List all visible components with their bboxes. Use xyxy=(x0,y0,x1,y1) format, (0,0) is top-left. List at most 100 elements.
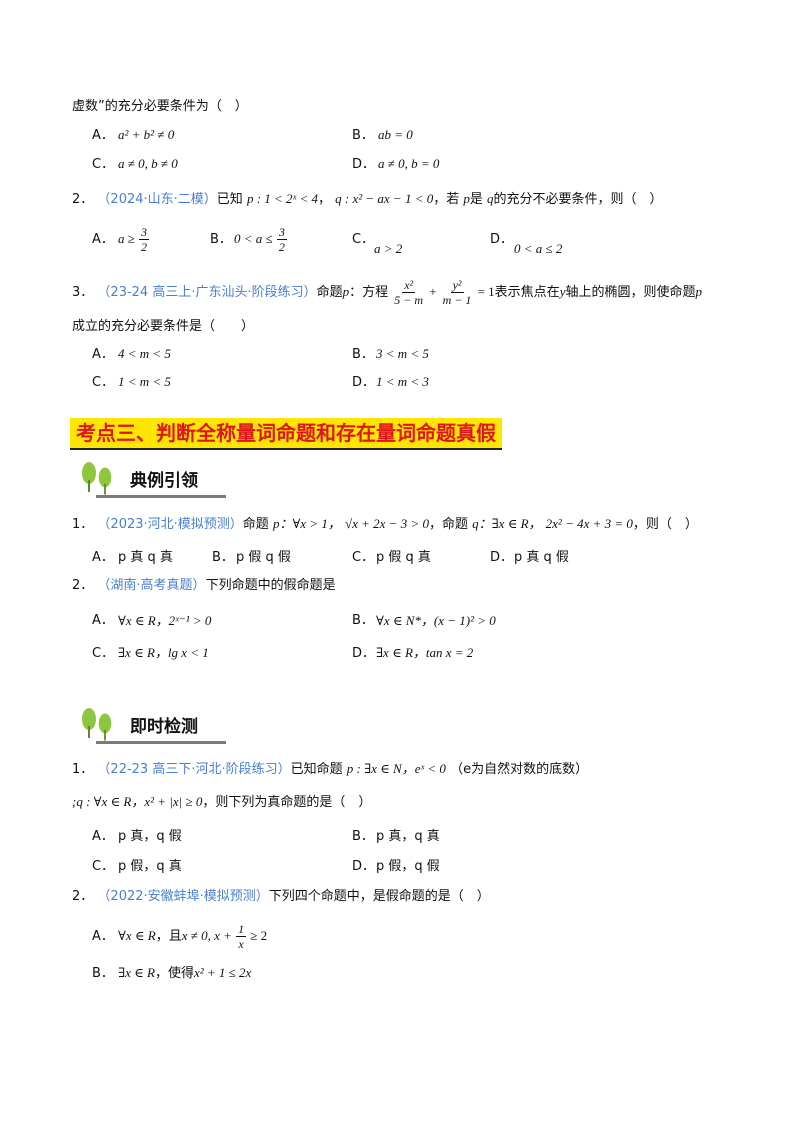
option-label: C． xyxy=(92,646,115,661)
option-label: B． xyxy=(210,232,232,247)
fraction-num: x² xyxy=(402,278,416,293)
question-number: 1． xyxy=(72,517,94,532)
tag-examples: 典例引领 xyxy=(76,460,226,500)
option-label: B． xyxy=(212,550,234,565)
question-2: 2． （2024·山东·二模）已知 p : 1 < 2ˣ < 4， q : x²… xyxy=(72,190,663,209)
option-label: C． xyxy=(352,550,375,565)
option-label: C． xyxy=(92,859,115,874)
fraction-num: y² xyxy=(450,278,464,293)
option-label: B． xyxy=(352,128,374,143)
option-label: D． xyxy=(352,859,376,874)
question-number: 3． xyxy=(72,285,94,300)
fraction-num: 3 xyxy=(139,225,150,240)
fraction-num: 3 xyxy=(276,225,287,240)
math-expr: ∀x ∈ R xyxy=(118,928,156,943)
question-source: （22-23 高三下·河北·阶段练习） xyxy=(97,762,291,777)
question-text: 的充分不必要条件，则（ ） xyxy=(493,192,663,207)
example-2: 2． （湖南·高考真题）下列命题中的假命题是 xyxy=(72,577,336,595)
practice-2-option-b: B． ∃x ∈ R，使得x² + 1 ≤ 2x xyxy=(92,964,251,983)
option-text: p 真 q 真 xyxy=(118,550,173,565)
tag-label: 典例引领 xyxy=(130,471,198,491)
option-label: A． xyxy=(92,550,114,565)
question-number: 2． xyxy=(72,192,94,207)
math-expr: p：∀x > 1， xyxy=(272,516,341,531)
option-math: ∀x ∈ N*，(x − 1)² > 0 xyxy=(376,613,496,628)
math-expr: ∃x ∈ R xyxy=(118,965,155,980)
option-label: A． xyxy=(92,128,114,143)
math-expr: p : 1 < 2ˣ < 4 xyxy=(246,191,318,206)
question-number: 1． xyxy=(72,762,94,777)
option-text: p 假 q 真 xyxy=(376,550,431,565)
question-text: 命题 xyxy=(242,517,269,532)
option-label: A． xyxy=(92,929,114,944)
math-expr: p : ∃x ∈ N，eˣ < 0 xyxy=(346,761,446,776)
question-text: ，则（ ） xyxy=(632,517,698,532)
question-source: （23-24 高三上·广东汕头·阶段练习） xyxy=(97,285,317,300)
option-math: 3 < m < 5 xyxy=(376,346,429,361)
math-expr: x ≠ 0, x + xyxy=(181,928,232,943)
math-op: = 1 xyxy=(477,284,495,299)
question-text: 下列命题中的假命题是 xyxy=(205,578,336,593)
math-expr: ;q : ∀x ∈ R，x² + |x| ≥ 0 xyxy=(72,794,203,809)
tree-icon xyxy=(98,713,112,741)
practice-2: 2． （2022·安徽蚌埠·模拟预测）下列四个命题中，是假命题的是（ ） xyxy=(72,888,490,906)
option-text: ，且 xyxy=(155,929,182,944)
option-text: p 真，q 真 xyxy=(376,829,440,844)
option-math: 1 < m < 5 xyxy=(118,374,171,389)
question-note: （e为自然对数的底数） xyxy=(450,762,589,777)
option-label: D． xyxy=(352,646,376,661)
option-label: A． xyxy=(92,829,114,844)
question-number: 2． xyxy=(72,889,94,904)
option-text: p 假，q 真 xyxy=(118,859,182,874)
math-expr: 2x² − 4x + 3 = 0 xyxy=(545,516,633,531)
fraction-den: 2 xyxy=(278,240,285,254)
fraction-den: 5 − m xyxy=(394,293,424,307)
question-text: 下列四个命题中，是假命题的是（ ） xyxy=(268,889,490,904)
math-var: q xyxy=(487,191,494,206)
math-expr: √x + 2x − 3 > 0 xyxy=(344,516,429,531)
example-1: 1． （2023·河北·模拟预测）命题 p：∀x > 1， √x + 2x − … xyxy=(72,515,698,534)
section-title: 考点三、判断全称量词命题和存在量词命题真假 xyxy=(70,418,502,450)
option-label: D． xyxy=(352,157,376,172)
question-text: ， xyxy=(317,192,331,207)
option-text: p 假，q 假 xyxy=(376,859,440,874)
option-label: C． xyxy=(352,232,375,247)
question-source: （湖南·高考真题） xyxy=(97,578,206,593)
question-text: 成立的充分必要条件是（ ） xyxy=(72,319,255,334)
option-label: B． xyxy=(352,613,374,628)
tag-practice: 即时检测 xyxy=(76,706,226,746)
math-var: p xyxy=(695,284,702,299)
option-text: p 真，q 假 xyxy=(118,829,182,844)
divider xyxy=(96,741,226,744)
question-number: 2． xyxy=(72,578,94,593)
math-var: p xyxy=(342,284,350,299)
question-text: 是 xyxy=(469,192,483,207)
option-label: D． xyxy=(490,550,514,565)
option-math: ab = 0 xyxy=(378,127,413,142)
fraction-num: 1 xyxy=(236,922,247,937)
question-source: （2023·河北·模拟预测） xyxy=(97,517,243,532)
question-text: ，则下列为真命题的是（ ） xyxy=(202,795,372,810)
option-label: B． xyxy=(92,966,114,981)
option-math: 1 < m < 3 xyxy=(376,374,429,389)
fraction-den: x xyxy=(238,937,244,951)
option-text: p 假 q 假 xyxy=(236,550,291,565)
fraction-den: 2 xyxy=(141,240,148,254)
question-text: 命题 xyxy=(316,285,343,300)
math-op: + xyxy=(429,284,437,299)
option-text: ，使得 xyxy=(154,966,194,981)
question-text: ：方程 xyxy=(349,285,389,300)
question-source: （2022·安徽蚌埠·模拟预测） xyxy=(97,889,269,904)
tree-icon xyxy=(82,708,96,742)
option-math: ∀x ∈ R，2ˣ⁻¹ > 0 xyxy=(118,613,212,628)
tree-icon xyxy=(98,467,112,495)
math-var: y xyxy=(559,284,566,299)
divider xyxy=(96,495,226,498)
option-math: a ≠ 0, b = 0 xyxy=(378,156,440,171)
